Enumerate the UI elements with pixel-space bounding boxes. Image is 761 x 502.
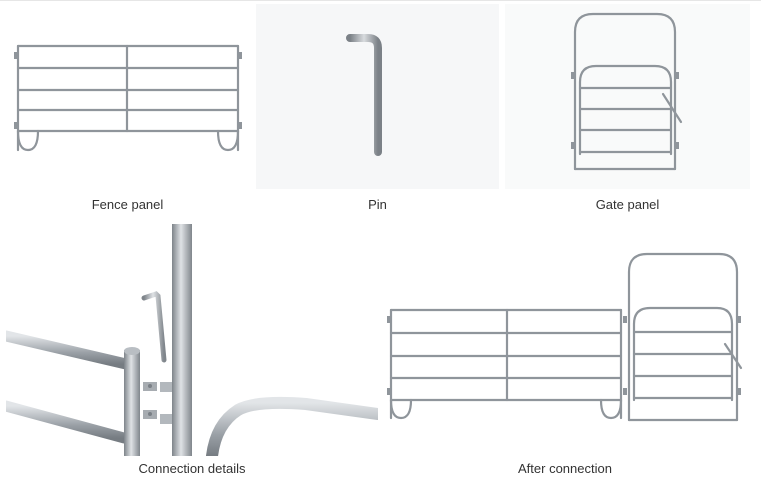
connection-details-image [6, 224, 378, 456]
connection-details-caption: Connection details [138, 461, 246, 476]
gate-panel-image [505, 4, 750, 189]
gate-panel-caption: Gate panel [595, 197, 660, 212]
top-divider [0, 0, 761, 1]
after-connection-caption: After connection [518, 461, 612, 476]
after-connection-image [385, 250, 755, 430]
fence-panel-caption: Fence panel [91, 197, 164, 212]
pin-caption: Pin [368, 197, 387, 212]
pin-image [256, 4, 499, 189]
fence-panel-image [10, 10, 245, 185]
